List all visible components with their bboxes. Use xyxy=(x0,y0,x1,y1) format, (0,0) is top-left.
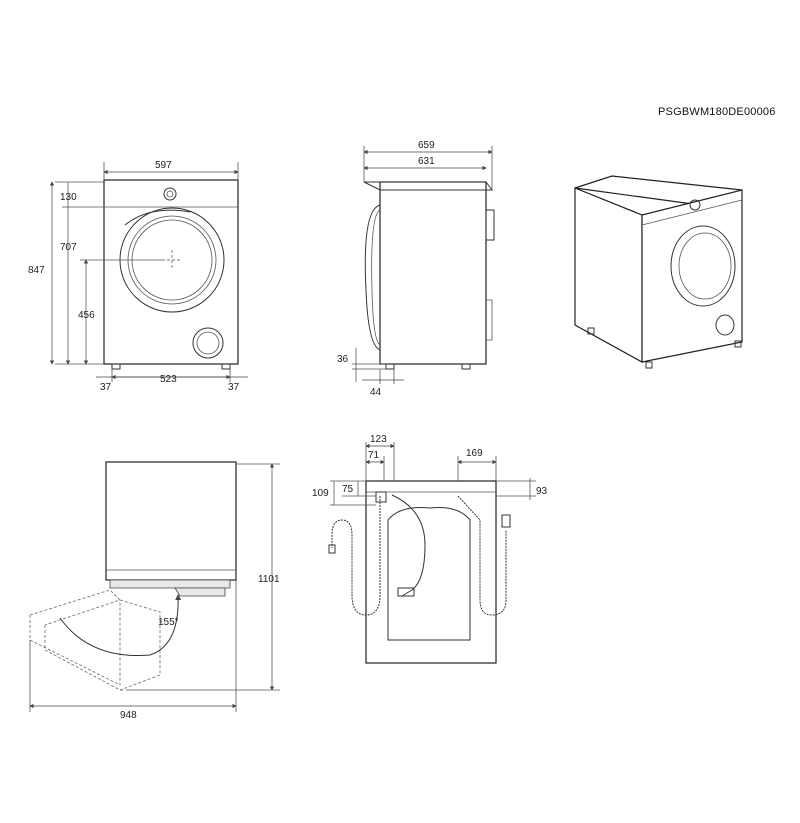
dim-depth-door-open: 948 xyxy=(120,710,137,721)
dim-total-height: 847 xyxy=(28,265,45,276)
washing-machine-front-icon xyxy=(103,179,239,370)
dim-height-b: 75 xyxy=(342,484,354,495)
dim-top-panel-height: 130 xyxy=(60,192,77,203)
front-view: 597 847 130 707 456 37 523 37 xyxy=(28,160,248,393)
dim-depth-door: 659 xyxy=(418,140,435,151)
dim-front-width: 597 xyxy=(155,160,172,171)
rear-view: 123 71 169 109 75 93 xyxy=(312,434,548,664)
dim-foot-setback: 44 xyxy=(370,387,382,398)
dim-foot-right: 37 xyxy=(228,382,240,393)
dim-drain-offset: 169 xyxy=(466,448,483,459)
washing-machine-rear-icon xyxy=(328,480,511,664)
side-view: 659 631 36 44 xyxy=(337,140,495,398)
dim-foot-height: 36 xyxy=(337,354,349,365)
dim-door-angle: 155° xyxy=(158,617,179,628)
dim-lower-height: 456 xyxy=(78,310,95,321)
washing-machine-door-open-icon xyxy=(29,461,237,691)
model-code: PSGBWM180DE00006 xyxy=(658,106,776,118)
door-open-view: 155° 1101 948 xyxy=(29,461,280,721)
dim-hose-offset-b: 71 xyxy=(368,450,380,461)
dim-height-c: 93 xyxy=(536,486,548,497)
dim-height-door-open: 1101 xyxy=(258,574,280,585)
dim-foot-left: 37 xyxy=(100,382,112,393)
dim-door-height: 707 xyxy=(60,242,77,253)
dim-height-a: 109 xyxy=(312,488,329,499)
washing-machine-side-icon xyxy=(363,181,495,370)
dim-hose-offset-a: 123 xyxy=(370,434,387,445)
washing-machine-3d-icon xyxy=(574,175,743,369)
dim-foot-span: 523 xyxy=(160,374,177,385)
dim-depth-body: 631 xyxy=(418,156,435,167)
